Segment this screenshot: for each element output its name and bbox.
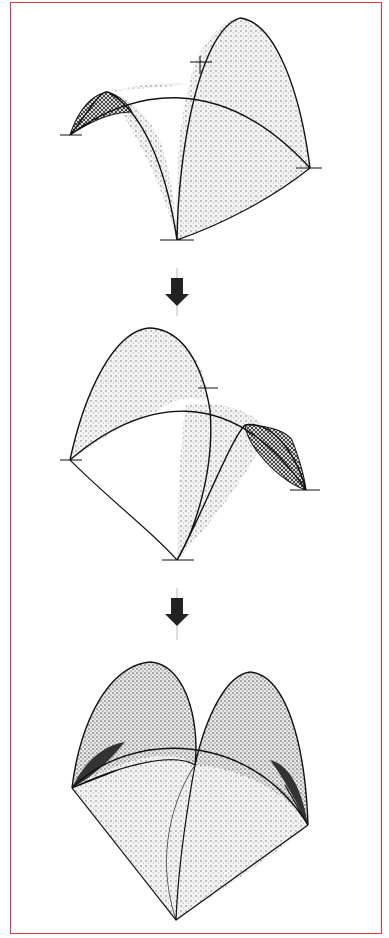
springing-ticks	[60, 56, 322, 241]
rib-arc-transverse	[71, 747, 309, 826]
rib-arc-back	[69, 410, 307, 491]
rib-arc-right	[176, 423, 307, 561]
arrow-down-icon	[165, 278, 189, 306]
rib-arc-back	[69, 97, 311, 169]
vault-base-outline	[71, 769, 309, 921]
rib-arc-left	[69, 91, 178, 241]
rib-arc-right-dome	[194, 671, 309, 826]
rib-arc-front	[176, 167, 311, 241]
rib-arc-diagonal	[176, 17, 311, 241]
arrow-down-icon	[165, 598, 189, 626]
vault-surface-right	[195, 672, 308, 825]
rib-arc-groin	[166, 764, 196, 921]
vault-surface-small	[177, 403, 270, 560]
stage-2-mirrored-vault-section	[60, 327, 320, 561]
vault-web-front-left	[72, 755, 195, 920]
vault-web-front-right	[176, 765, 308, 920]
rib-arc-diagonal	[69, 327, 212, 561]
arrow-down-2	[165, 588, 189, 640]
arrow-down-1	[165, 268, 189, 316]
stage-1-single-vault-section	[60, 17, 322, 241]
vault-surface-small	[108, 92, 177, 240]
springing-ticks	[60, 387, 320, 561]
stage-3-complete-cross-vault	[71, 661, 309, 921]
vault-surface-large	[108, 18, 310, 240]
rib-arc-left	[69, 459, 178, 561]
vault-surface-large	[70, 328, 208, 460]
rib-arc-left-dome	[71, 661, 197, 789]
